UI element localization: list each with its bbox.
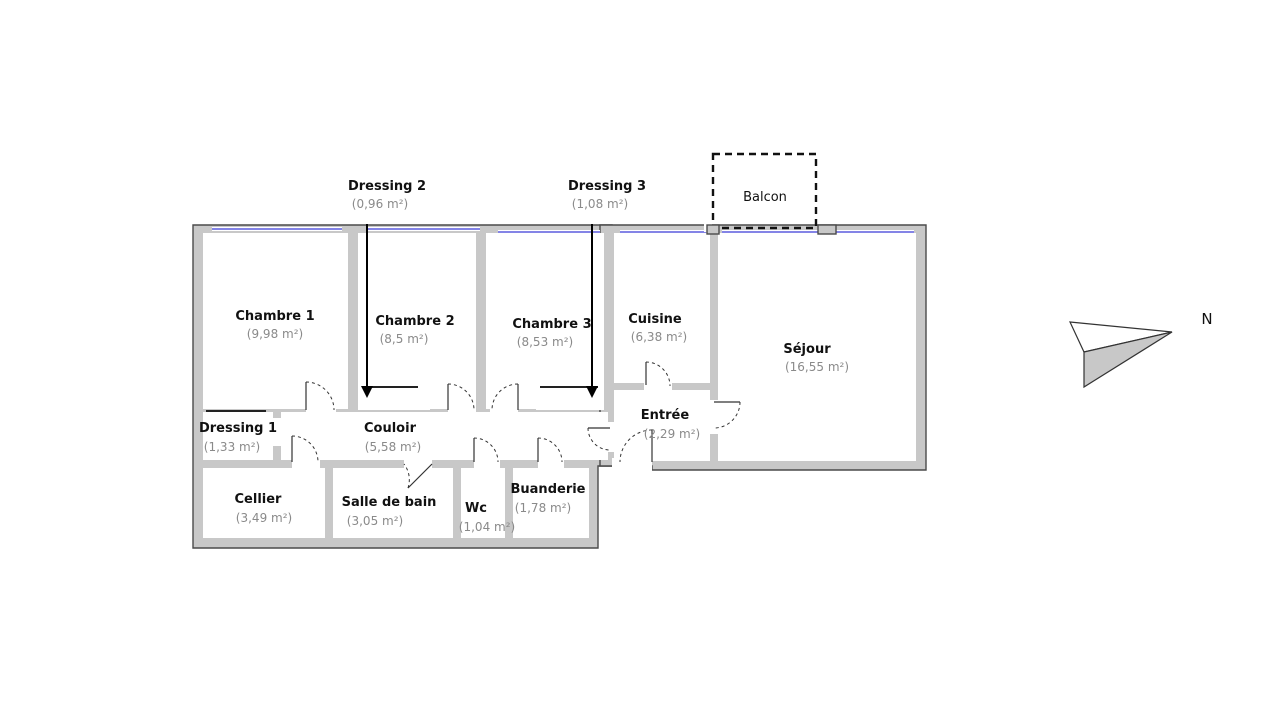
area-cuisine: (6,38 m²) [631,330,687,344]
label-entree: Entrée [641,408,690,423]
label-chambre-1: Chambre 1 [235,309,314,324]
doors [272,361,741,489]
label-dressing-1: Dressing 1 [199,421,277,436]
label-salle-de-bain: Salle de bain [342,495,437,510]
floor-chambre-3 [486,233,604,409]
floor-buanderie [513,468,589,538]
floor-closet-3 [536,388,604,410]
floor-cellier [203,468,325,538]
area-dressing-3: (1,08 m²) [572,197,628,211]
balcony-outline [711,152,818,230]
area-salle-de-bain: (3,05 m²) [347,514,403,528]
arrowhead-dressing-2 [361,386,373,398]
floor-chambre-1 [203,233,348,409]
area-wc: (1,04 m²) [459,520,515,534]
balcony-post-left [706,224,720,235]
compass-needle-grey [1083,331,1173,389]
floor-salle-de-bain [333,468,453,538]
area-chambre-3: (8,53 m²) [517,335,573,349]
floor-sejour [718,233,916,461]
label-sejour: Séjour [783,342,831,357]
label-chambre-2: Chambre 2 [375,314,454,329]
floor-dressing-1 [203,412,273,460]
label-wc: Wc [465,501,487,516]
area-buanderie: (1,78 m²) [515,501,571,515]
room-floors [203,233,916,538]
area-chambre-1: (9,98 m²) [247,327,303,341]
area-couloir: (5,58 m²) [365,440,421,454]
windows [212,227,914,234]
floor-entree [614,390,710,461]
label-dressing-2: Dressing 2 [348,179,426,194]
arrowhead-dressing-3 [586,386,598,398]
room-labels: Chambre 1 (9,98 m²) Chambre 2 (8,5 m²) C… [199,179,849,534]
area-cellier: (3,49 m²) [236,511,292,525]
area-chambre-2: (8,5 m²) [380,332,429,346]
floor-wc [461,468,505,538]
compass-north-label: N [1201,310,1212,328]
label-chambre-3: Chambre 3 [512,317,591,332]
label-couloir: Couloir [364,421,417,436]
compass: N [1069,310,1213,389]
door-salle-de-bain [407,463,433,489]
balcony-label: Balcon [743,190,787,205]
floor-closet-2 [358,388,430,410]
balcony-post-right [817,224,837,235]
label-dressing-3: Dressing 3 [568,179,646,194]
floor-chambre-2 [358,233,476,409]
area-dressing-1: (1,33 m²) [204,440,260,454]
label-cuisine: Cuisine [628,312,682,327]
area-sejour: (16,55 m²) [785,360,849,374]
floor-couloir [281,412,608,460]
area-dressing-2: (0,96 m²) [352,197,408,211]
area-entree: (2,29 m²) [644,427,700,441]
label-buanderie: Buanderie [511,482,586,497]
label-cellier: Cellier [235,492,283,507]
dressing-arrows [361,224,598,398]
floor-cuisine [614,233,710,383]
